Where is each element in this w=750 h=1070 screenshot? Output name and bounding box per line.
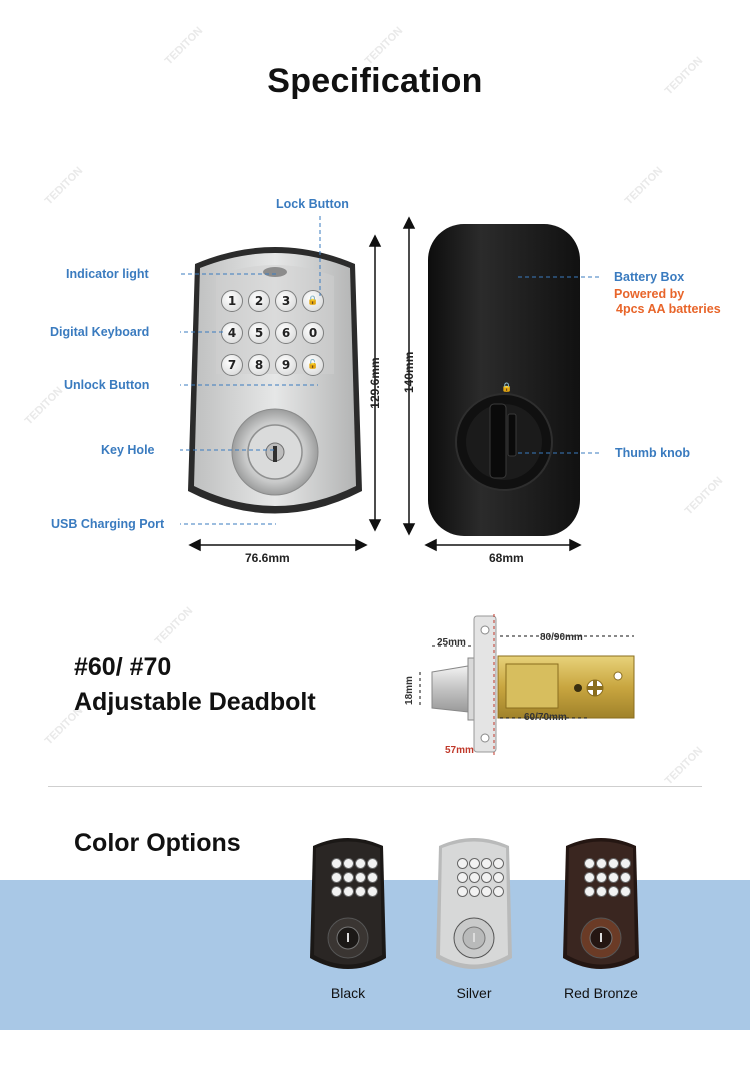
watermark: TEDITON xyxy=(42,164,86,208)
callout-lock-button: Lock Button xyxy=(276,197,349,211)
back-lock-image: 🔒 xyxy=(428,224,580,536)
callout-key-hole: Key Hole xyxy=(101,443,155,457)
dim-deadbolt-57: 57mm xyxy=(445,745,474,756)
dim-back-height: 140mm xyxy=(402,351,416,393)
watermark: TEDITON xyxy=(22,384,66,428)
section-divider xyxy=(48,786,702,787)
watermark: TEDITON xyxy=(622,164,666,208)
deadbolt-heading-title: Adjustable Deadbolt xyxy=(74,688,316,716)
color-options-heading: Color Options xyxy=(74,829,241,857)
callout-usb-port: USB Charging Port xyxy=(51,517,165,531)
color-option-key xyxy=(584,858,595,869)
dim-deadbolt-25: 25mm xyxy=(437,637,466,648)
keypad-key-7: 7 xyxy=(221,354,243,376)
color-option-key xyxy=(608,858,619,869)
color-option-key xyxy=(331,858,342,869)
watermark: TEDITON xyxy=(152,604,196,648)
keypad-key-1: 1 xyxy=(221,290,243,312)
battery-note-line1: Powered by xyxy=(614,287,685,301)
color-option-key xyxy=(343,858,354,869)
page-title: Specification xyxy=(267,62,483,100)
keypad-key-0: 0 xyxy=(302,322,324,344)
dim-deadbolt-18: 18mm xyxy=(403,676,415,705)
callout-indicator-light: Indicator light xyxy=(66,267,149,281)
keypad-key-5: 5 xyxy=(248,322,270,344)
watermark: TEDITON xyxy=(682,474,726,518)
callout-thumb-knob: Thumb knob xyxy=(615,446,690,460)
dim-back-width: 68mm xyxy=(489,551,524,565)
watermark: TEDITON xyxy=(362,24,406,68)
callout-battery-box: Battery Box xyxy=(614,270,685,284)
keypad-key-9: 9 xyxy=(275,354,297,376)
keypad-key-2: 2 xyxy=(248,290,270,312)
color-option-key xyxy=(367,858,378,869)
keypad-key-6: 6 xyxy=(275,322,297,344)
callout-digital-keyboard: Digital Keyboard xyxy=(50,325,150,339)
color-option-key xyxy=(457,858,468,869)
keypad-key-3: 3 xyxy=(275,290,297,312)
color-option-key xyxy=(355,858,366,869)
lock-button-icon: 🔒 xyxy=(302,290,324,312)
deadbolt-image xyxy=(419,614,635,756)
dimension-lines xyxy=(180,216,600,552)
watermark: TEDITON xyxy=(162,24,206,68)
color-option-key xyxy=(620,858,631,869)
color-option-key xyxy=(493,858,504,869)
color-option-key xyxy=(469,858,480,869)
watermark: TEDITON xyxy=(662,744,706,788)
keypad-key-8: 8 xyxy=(248,354,270,376)
dim-front-height: 129.6mm xyxy=(368,357,382,409)
dim-deadbolt-60-70: 60/70mm xyxy=(524,712,567,723)
dim-front-width: 76.6mm xyxy=(245,551,290,565)
dim-deadbolt-80-90: 80/90mm xyxy=(540,632,583,643)
unlock-button-icon: 🔓 xyxy=(302,354,324,376)
keypad-key-4: 4 xyxy=(221,322,243,344)
battery-note-line2: 4pcs AA batteries xyxy=(616,302,721,316)
color-options-band xyxy=(0,880,750,1030)
color-option-key xyxy=(481,858,492,869)
deadbolt-heading-models: #60/ #70 xyxy=(74,653,172,681)
front-lock-image xyxy=(188,247,362,514)
svg-text:🔒: 🔒 xyxy=(501,382,512,393)
callout-unlock-button: Unlock Button xyxy=(64,378,150,392)
color-option-key xyxy=(596,858,607,869)
